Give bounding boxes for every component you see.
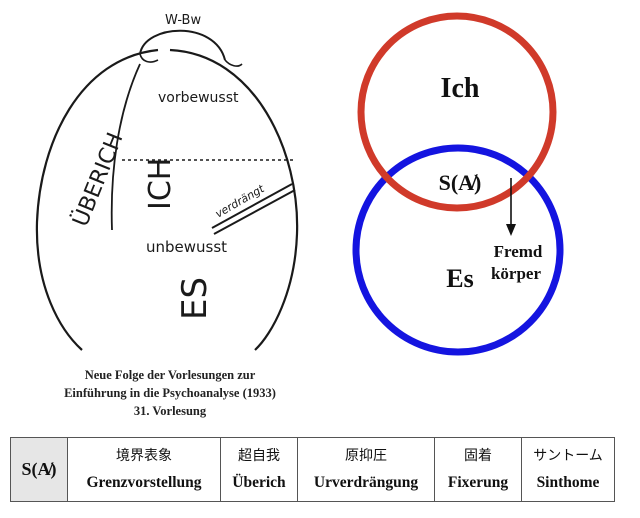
term-japanese: 原抑圧 (298, 448, 434, 464)
term-german: Überich (221, 475, 297, 491)
term-japanese: 超自我 (221, 448, 297, 464)
ich-label: Ich (441, 73, 480, 104)
fremd-label: Fremd (494, 242, 543, 261)
table-header-cell: S(A̸) (11, 438, 68, 502)
table-row: S(A̸) 境界表象 Grenzvorstellung 超自我 Überich … (11, 438, 615, 502)
unbewusst-label: unbewusst (146, 238, 227, 256)
korper-label: körper (491, 264, 542, 283)
term-german: Sinthome (522, 475, 614, 491)
vorbewusst-label: vorbewusst (158, 90, 239, 106)
intersection-label: S(A̸) (439, 170, 482, 195)
freud-topography-sketch: W-Bw ÜBERICH vorbewusst ICH verdrängt un… (10, 2, 330, 354)
es-label: Es (446, 264, 473, 293)
caption-line: Neue Folge der Vorlesungen zur (0, 366, 340, 384)
table-cell: 固着 Fixerung (435, 438, 522, 502)
ich-label: ICH (143, 158, 178, 210)
term-japanese: 固着 (435, 448, 521, 464)
table-cell: 原抑圧 Urverdrängung (298, 438, 435, 502)
es-label: ES (175, 277, 215, 320)
table-cell: 境界表象 Grenzvorstellung (68, 438, 221, 502)
term-german: Grenzvorstellung (68, 475, 220, 491)
venn-drawing: Ich S(A̸) Es Fremd körper (340, 0, 640, 360)
terms-table: S(A̸) 境界表象 Grenzvorstellung 超自我 Überich … (10, 437, 615, 502)
term-japanese: 境界表象 (68, 448, 220, 464)
sketch-drawing: W-Bw ÜBERICH vorbewusst ICH verdrängt un… (10, 2, 330, 354)
arrow-head (506, 224, 516, 236)
sketch-caption: Neue Folge der Vorlesungen zur Einführun… (0, 366, 340, 420)
term-japanese: サントーム (522, 448, 614, 464)
term-german: Urverdrängung (298, 475, 434, 491)
caption-line: Einführung in die Psychoanalyse (1933) (0, 384, 340, 402)
table-cell: サントーム Sinthome (522, 438, 615, 502)
caption-line: 31. Vorlesung (0, 402, 340, 420)
ich-es-venn-diagram: Ich S(A̸) Es Fremd körper (340, 0, 640, 360)
wbw-label: W-Bw (165, 13, 201, 28)
table-cell: 超自我 Überich (221, 438, 298, 502)
uberich-label: ÜBERICH (67, 129, 128, 230)
wbw-cap-arc (140, 31, 225, 60)
term-german: Fixerung (435, 475, 521, 491)
